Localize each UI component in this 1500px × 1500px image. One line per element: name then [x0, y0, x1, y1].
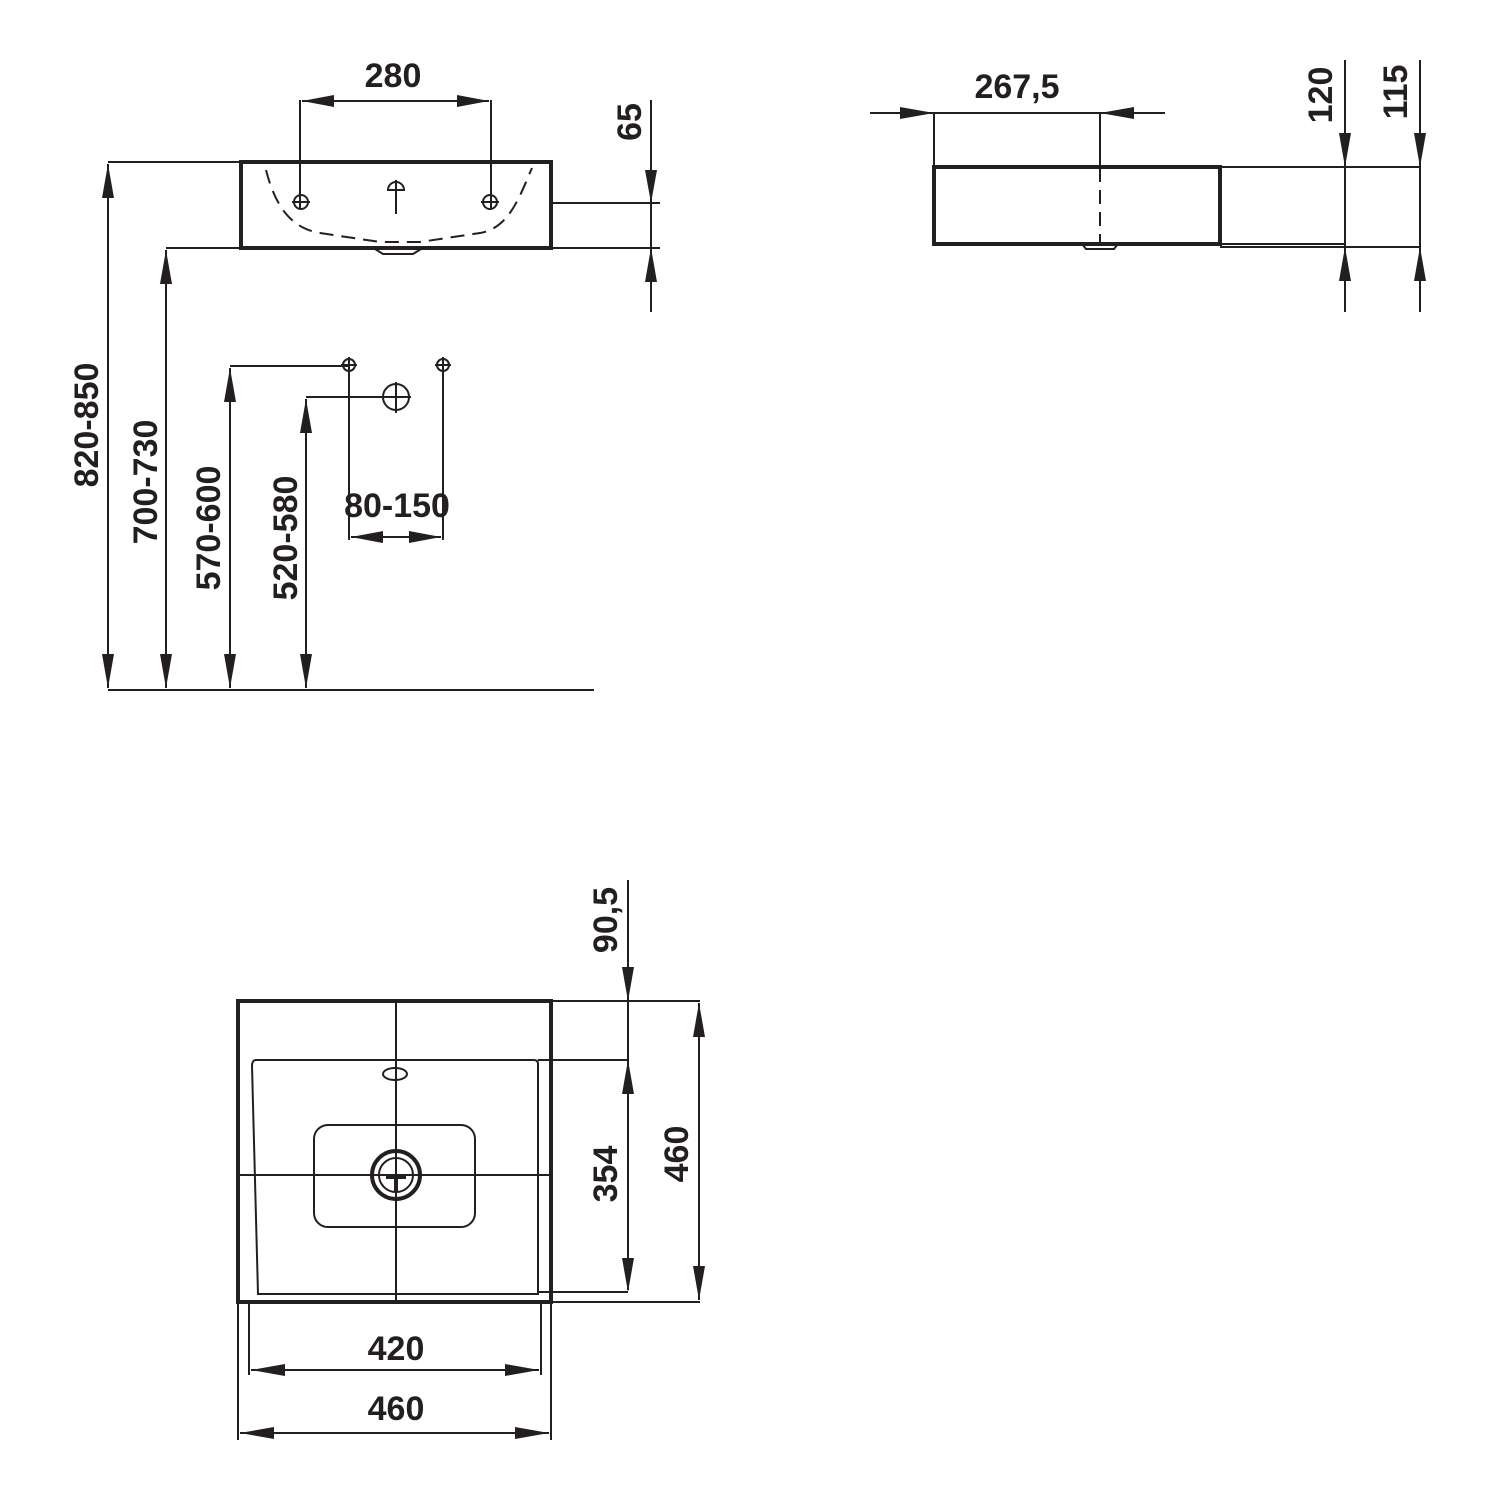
top-view: 90,5 354 460 420 460: [236, 880, 705, 1440]
height-bottom-label: 700-730: [127, 420, 165, 545]
top-drain: [370, 1149, 422, 1201]
side-drain-bump: [1081, 243, 1119, 250]
depth-label: 267,5: [974, 68, 1059, 106]
overall-depth-label: 460: [658, 1126, 696, 1183]
supply-spacing-label: 80-150: [344, 487, 450, 525]
side-view: 267,5 120 115: [870, 60, 1426, 312]
height-outer-label: 120: [1302, 67, 1340, 124]
top-basin-outline: [236, 999, 553, 1304]
front-faucet-hole-center: [386, 180, 406, 214]
height-drain-label: 520-580: [267, 476, 305, 601]
front-bowl-dashed-profile: [265, 167, 533, 243]
height-total-label: 820-850: [68, 363, 106, 488]
front-drain-bump: [374, 248, 422, 255]
height-inner-label: 115: [1377, 65, 1415, 120]
top-overflow-slot: [382, 1067, 408, 1081]
side-basin-outline: [932, 165, 1222, 246]
height-supply-label: 570-600: [190, 466, 228, 591]
top-inner-bowl: [250, 1059, 539, 1295]
top-offset-label: 65: [611, 103, 649, 141]
supply-point-right: [435, 357, 451, 373]
inner-width-label: 420: [368, 1330, 425, 1368]
bowl-depth-label: 354: [587, 1146, 625, 1203]
front-view: 280 65 820-850 700-730 570-600: [68, 57, 660, 691]
front-basin-outline: [239, 160, 553, 250]
drain-point: [381, 382, 411, 413]
supply-point-left: [341, 357, 357, 373]
faucet-spacing-label: 280: [365, 57, 422, 95]
rim-offset-label: 90,5: [587, 887, 625, 953]
overall-width-label: 460: [368, 1390, 425, 1428]
